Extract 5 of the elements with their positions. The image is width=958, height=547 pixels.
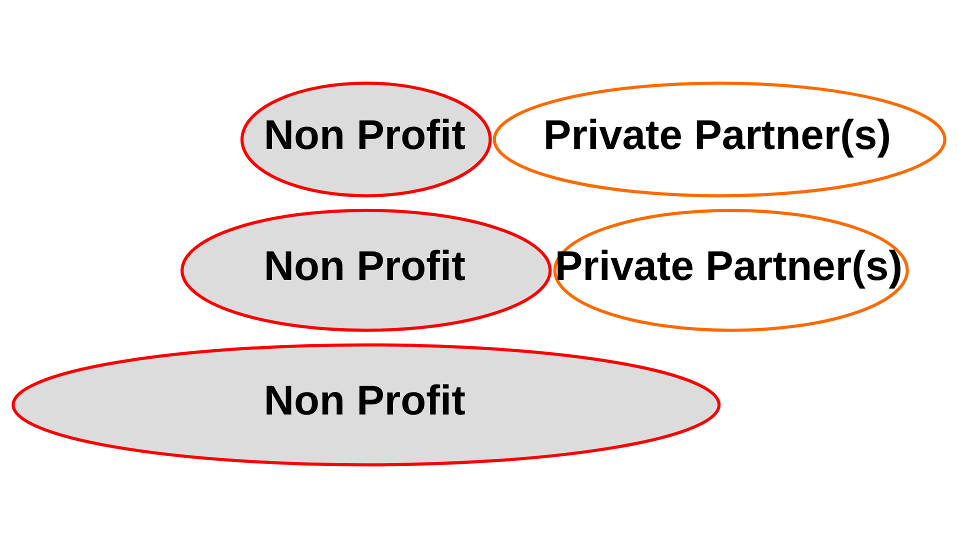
node-ellipse: Private Partner(s) [492, 81, 946, 197]
node-ellipse: Non Profit [12, 342, 721, 466]
node-ellipse: Private Partner(s) [553, 208, 909, 332]
node-ellipse: Non Profit [240, 81, 492, 197]
node-ellipse: Non Profit [180, 208, 552, 332]
